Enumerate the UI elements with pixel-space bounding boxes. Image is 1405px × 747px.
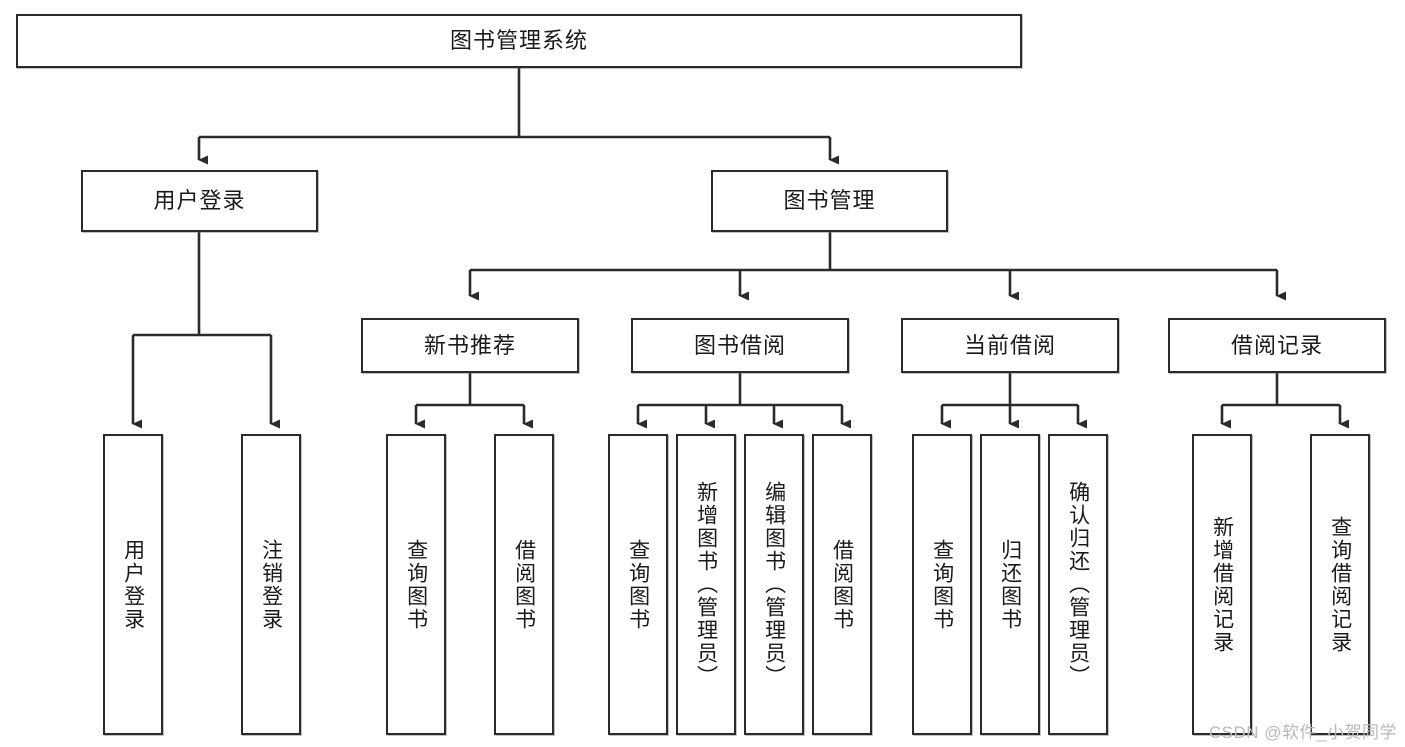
node-leaf-add-borrow-record-label: 新增借阅记录 <box>1210 515 1234 654</box>
edge-dangqianjieyue-to-leaves <box>940 373 1087 429</box>
node-leaf-query-borrow-record-label: 查询借阅记录 <box>1328 515 1352 654</box>
node-current-borrow[interactable]: 当前借阅 <box>901 318 1119 373</box>
node-root-system[interactable]: 图书管理系统 <box>16 14 1022 68</box>
node-leaf-add-book-admin-label: 新增图书（管理员） <box>694 481 718 688</box>
node-leaf-query-book-current-label: 查询图书 <box>930 538 954 631</box>
node-leaf-logout-label: 注销登录 <box>259 538 283 631</box>
node-root-system-label: 图书管理系统 <box>449 28 588 54</box>
node-leaf-user-login[interactable]: 用户登录 <box>103 434 163 735</box>
node-leaf-query-borrow-record[interactable]: 查询借阅记录 <box>1310 434 1370 735</box>
node-leaf-confirm-return-admin-label: 确认归还（管理员） <box>1066 481 1090 688</box>
node-leaf-add-borrow-record[interactable]: 新增借阅记录 <box>1192 434 1252 735</box>
node-leaf-query-book-recommend[interactable]: 查询图书 <box>386 434 446 735</box>
edge-root-to-level2 <box>197 68 839 165</box>
node-leaf-borrow-book[interactable]: 借阅图书 <box>812 434 872 735</box>
node-book-borrow-label: 图书借阅 <box>693 332 786 358</box>
node-leaf-user-login-label: 用户登录 <box>121 538 145 631</box>
node-leaf-confirm-return-admin[interactable]: 确认归还（管理员） <box>1048 434 1108 735</box>
node-new-book-recommend-label: 新书推荐 <box>423 332 516 358</box>
node-leaf-query-book-recommend-label: 查询图书 <box>404 538 428 631</box>
node-borrow-record[interactable]: 借阅记录 <box>1168 318 1386 373</box>
node-leaf-logout[interactable]: 注销登录 <box>241 434 301 735</box>
node-book-management-label: 图书管理 <box>783 188 876 214</box>
node-leaf-edit-book-admin-label: 编辑图书（管理员） <box>762 481 786 688</box>
node-leaf-borrow-book-recommend[interactable]: 借阅图书 <box>494 434 554 735</box>
node-leaf-edit-book-admin[interactable]: 编辑图书（管理员） <box>744 434 804 735</box>
node-leaf-query-book-current[interactable]: 查询图书 <box>912 434 972 735</box>
node-user-login[interactable]: 用户登录 <box>81 170 318 232</box>
node-new-book-recommend[interactable]: 新书推荐 <box>361 318 579 373</box>
node-leaf-return-book-label: 归还图书 <box>998 538 1022 631</box>
edge-tushujieyue-to-leaves <box>636 373 851 429</box>
node-leaf-borrow-book-label: 借阅图书 <box>830 538 854 631</box>
node-book-borrow[interactable]: 图书借阅 <box>631 318 849 373</box>
node-leaf-return-book[interactable]: 归还图书 <box>980 434 1040 735</box>
node-leaf-query-book-borrow[interactable]: 查询图书 <box>608 434 668 735</box>
node-book-management[interactable]: 图书管理 <box>711 170 948 232</box>
edge-jieyuejilu-to-leaves <box>1220 373 1349 429</box>
node-borrow-record-label: 借阅记录 <box>1230 332 1323 358</box>
edge-tushuguanli-to-level3 <box>468 232 1286 301</box>
node-leaf-query-book-borrow-label: 查询图书 <box>626 538 650 631</box>
edge-yonghudenglu-to-leaves <box>131 232 280 429</box>
edge-xinshutuijian-to-leaves <box>414 373 533 429</box>
node-leaf-add-book-admin[interactable]: 新增图书（管理员） <box>676 434 736 735</box>
node-current-borrow-label: 当前借阅 <box>963 332 1056 358</box>
csdn-watermark: CSDN @软件_小贺同学 <box>1208 723 1397 742</box>
node-leaf-borrow-book-recommend-label: 借阅图书 <box>512 538 536 631</box>
node-user-login-label: 用户登录 <box>153 188 246 214</box>
